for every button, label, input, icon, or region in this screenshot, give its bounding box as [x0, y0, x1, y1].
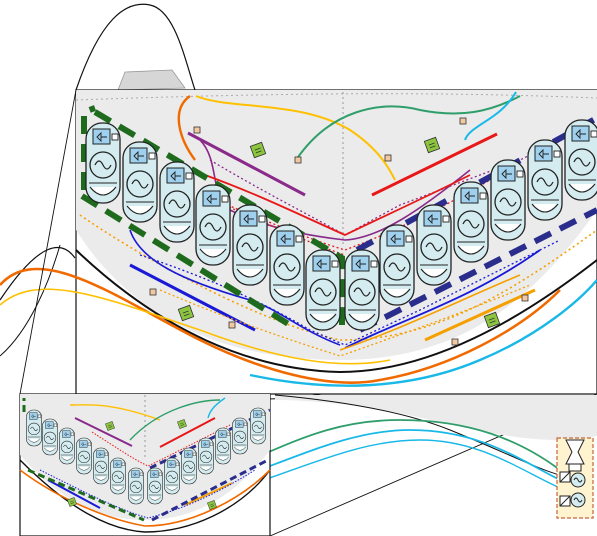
- generator-unit-icon: [232, 204, 268, 286]
- bracket-left: [80, 105, 345, 328]
- cable-orange-dark: [0, 267, 561, 384]
- generator-unit-icon: [85, 122, 121, 204]
- connector-icon: [149, 288, 157, 296]
- generator-unit-icon: [59, 427, 75, 465]
- generator-unit-icon: [215, 427, 231, 465]
- connector-icon: [451, 338, 459, 346]
- cable-yellow: [195, 95, 396, 181]
- generator-unit-icon: [344, 249, 380, 331]
- generator-unit-icon: [122, 141, 158, 223]
- generator-unit-icon: [147, 467, 163, 505]
- generator-unit-icon: [269, 224, 305, 306]
- generator-unit-icon: [198, 437, 214, 475]
- bus-blue-left: [129, 263, 256, 332]
- generator-unit-icon: [128, 467, 144, 505]
- connector-icon: [193, 126, 201, 134]
- generator-unit-icon: [110, 457, 126, 495]
- generator-unit-icon: [195, 184, 231, 266]
- connector-icon: [384, 154, 392, 162]
- generator-unit-icon: [379, 224, 415, 306]
- generator-unit-icon: [159, 161, 195, 243]
- generator-unit-icon: [305, 249, 341, 331]
- cable-green: [295, 95, 521, 161]
- turbine-module: [556, 437, 594, 519]
- generator-unit-icon: [76, 437, 92, 475]
- generator-unit-icon: [164, 457, 180, 495]
- bus-orange-right: [424, 288, 536, 342]
- bus-red: [371, 132, 498, 197]
- generator-unit-icon: [181, 447, 197, 485]
- main-top-view: [0, 89, 597, 395]
- turbine-icon: [565, 439, 585, 472]
- cable-cyan: [464, 91, 517, 141]
- connector-icon: [521, 294, 529, 302]
- generator-unit-icon: [42, 418, 58, 456]
- generator-unit-icon: [527, 139, 563, 221]
- inset-view: [19, 393, 271, 536]
- generator-unit-icon: [416, 204, 452, 286]
- generator-unit-icon: [26, 409, 42, 447]
- connector-icon: [459, 117, 467, 125]
- generator-unit-icon: [250, 407, 266, 445]
- generator-unit-icon: [564, 119, 597, 201]
- bus-purple: [187, 131, 306, 197]
- connector-icon: [294, 156, 302, 164]
- generator-unit-icon: [490, 159, 526, 241]
- generator-unit-icon: [93, 447, 109, 485]
- generator-unit-icon: [453, 181, 489, 263]
- connector-icon: [228, 321, 236, 329]
- generator-unit-icon: [232, 417, 248, 455]
